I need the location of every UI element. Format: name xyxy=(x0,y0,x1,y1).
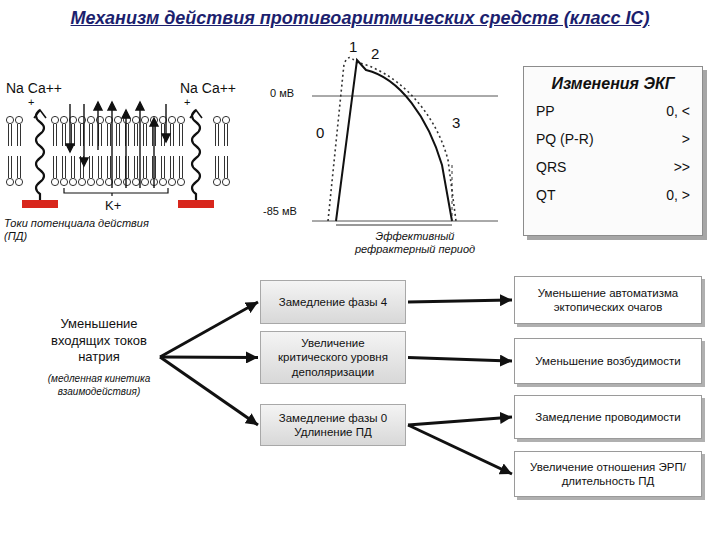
effect-arrow xyxy=(408,358,512,361)
diagram-title: Механизм действия противоаритмических ср… xyxy=(0,8,720,29)
ecg-change: >> xyxy=(666,159,690,175)
result-box: Замедление проводимости xyxy=(514,395,702,439)
result-box: Увеличение отношения ЭРП/длительность ПД xyxy=(514,451,702,497)
effect-arrow xyxy=(160,356,258,360)
ecg-changes-box: Изменения ЭКГ PP 0, < PQ (P-R) > QRS >> QT 0, > xyxy=(523,66,703,236)
effect-arrow xyxy=(160,302,258,357)
ecg-change: 0, > xyxy=(666,187,690,203)
box-text: Замедление проводимости xyxy=(523,410,693,424)
effect-arrow xyxy=(408,425,512,474)
result-box: Уменьшение автоматизма эктопических очаг… xyxy=(514,276,702,324)
effect-box: Замедление фазы 0 Удлинение ПД xyxy=(260,404,406,446)
box-text: Замедление фазы 0 Удлинение ПД xyxy=(269,411,397,440)
figure-label: Na Ca++ xyxy=(180,80,236,96)
effect-arrow xyxy=(408,417,512,425)
box-text: Увеличение критического уровня деполяриз… xyxy=(269,336,397,379)
ecg-change: > xyxy=(666,131,690,147)
box-text: Уменьшение автоматизма эктопических очаг… xyxy=(523,286,693,315)
ecg-parameter: QRS xyxy=(536,159,656,175)
box-text: Замедление фазы 4 xyxy=(269,295,397,309)
figure-label: + xyxy=(184,96,190,108)
effect-box: Замедление фазы 4 xyxy=(260,280,406,324)
box-note: (медленная кинетика взаимодействия) xyxy=(44,372,154,398)
ecg-parameter: PQ (P-R) xyxy=(536,131,656,147)
ecg-parameter: PP xyxy=(536,103,656,119)
figure-label: + xyxy=(28,96,34,108)
box-text: Увеличение отношения ЭРП/длительность ПД xyxy=(523,460,693,489)
figure-label: Токи потенциала действия (ПД) xyxy=(4,217,154,242)
figure-label: Эффективный рефрактерный период xyxy=(345,230,485,255)
figure-label: K+ xyxy=(105,198,121,213)
figure-label: 2 xyxy=(371,45,379,62)
figure-label: -85 мВ xyxy=(263,205,297,217)
ecg-change: 0, < xyxy=(666,103,690,119)
mechanism-text: Уменьшение входящих токов натрия (медленн… xyxy=(40,312,158,402)
figure-label: 0 мВ xyxy=(270,87,294,99)
box-text: Уменьшение возбудимости xyxy=(523,354,693,368)
effect-arrow xyxy=(160,357,258,425)
effect-arrow xyxy=(408,300,512,302)
effect-box: Увеличение критического уровня деполяриз… xyxy=(260,331,406,384)
figure-label: Na Ca++ xyxy=(6,80,62,96)
figure-label: 1 xyxy=(349,38,357,55)
figure-label: 0 xyxy=(316,124,324,141)
box-heading: Изменения ЭКГ xyxy=(536,75,690,93)
ecg-parameter: QT xyxy=(536,187,656,203)
box-text: Уменьшение входящих токов натрия xyxy=(44,316,154,367)
result-box: Уменьшение возбудимости xyxy=(514,338,702,384)
figure-label: 3 xyxy=(452,114,460,131)
ecg-table: PP 0, < PQ (P-R) > QRS >> QT 0, > xyxy=(536,103,690,203)
